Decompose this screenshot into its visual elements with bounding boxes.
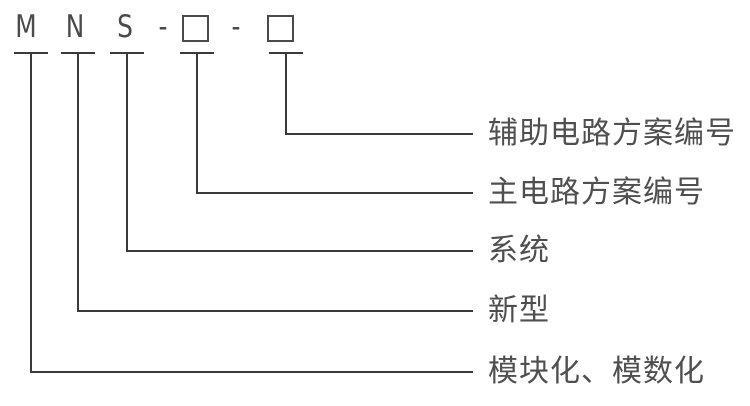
connector-line-modularized (30, 53, 473, 373)
connector-line-system (126, 53, 473, 252)
code-letter-s: S (117, 9, 133, 45)
label-modularized: 模块化、模数化 (488, 354, 705, 389)
code-letter-m: M (15, 9, 37, 45)
label-new-type: 新型 (488, 293, 550, 328)
label-auxiliary-circuit-scheme-number: 辅助电路方案编号 (488, 116, 736, 151)
code-separator: - (158, 9, 168, 45)
label-main-circuit-scheme-number: 主电路方案编号 (488, 175, 705, 210)
connector-line-main-circuit (196, 53, 473, 194)
label-system: 系统 (488, 233, 550, 268)
connector-line-auxiliary-circuit (285, 53, 473, 135)
placeholder-box-icon (267, 15, 294, 42)
connector-line-new-type (77, 53, 473, 312)
placeholder-box-icon (182, 15, 209, 42)
code-letter-n: N (65, 9, 85, 45)
code-separator: - (231, 9, 241, 45)
